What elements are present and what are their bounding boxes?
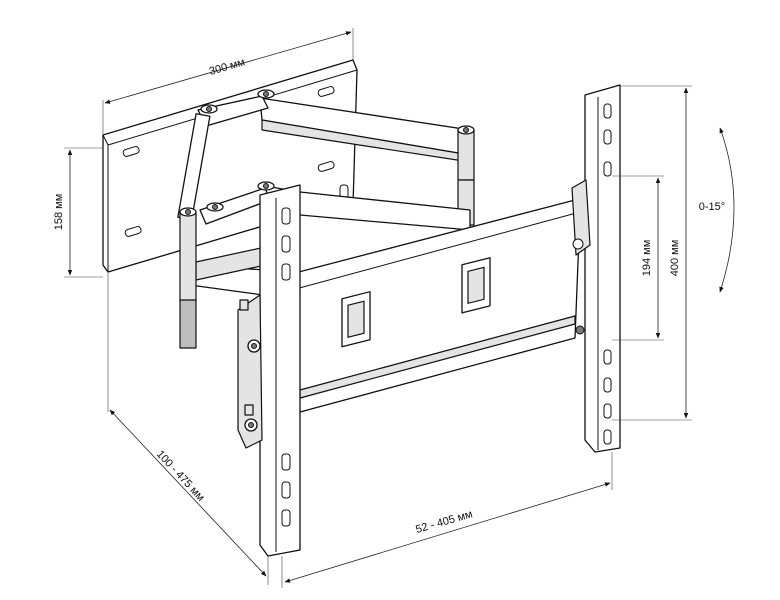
left-tv-rail [237, 184, 301, 557]
dim-label-vertical-inner: 194 мм [641, 240, 653, 277]
upper-arm [197, 95, 475, 226]
right-tv-rail [571, 84, 621, 453]
tv-crossbar [267, 199, 585, 413]
pivot-columns [177, 89, 275, 349]
dim-label-tilt: 0-15° [699, 201, 725, 213]
dim-vertical-outer: 400 мм [612, 85, 692, 421]
dim-vertical-inner: 194 мм [612, 175, 664, 341]
dim-label-top-width: 300 мм [208, 56, 246, 78]
dim-label-vertical-outer: 400 мм [669, 240, 681, 277]
tilt-indicator: 0-15° [699, 127, 735, 293]
wall-plate [102, 59, 358, 273]
dim-plate-height: 158 мм [53, 147, 103, 278]
dim-label-plate-height: 158 мм [53, 194, 65, 231]
dim-horizontal-range: 52 - 405 мм [281, 452, 613, 588]
dim-label-extension: 100 - 475 мм [154, 448, 207, 503]
dim-label-horizontal-range: 52 - 405 мм [414, 508, 474, 536]
